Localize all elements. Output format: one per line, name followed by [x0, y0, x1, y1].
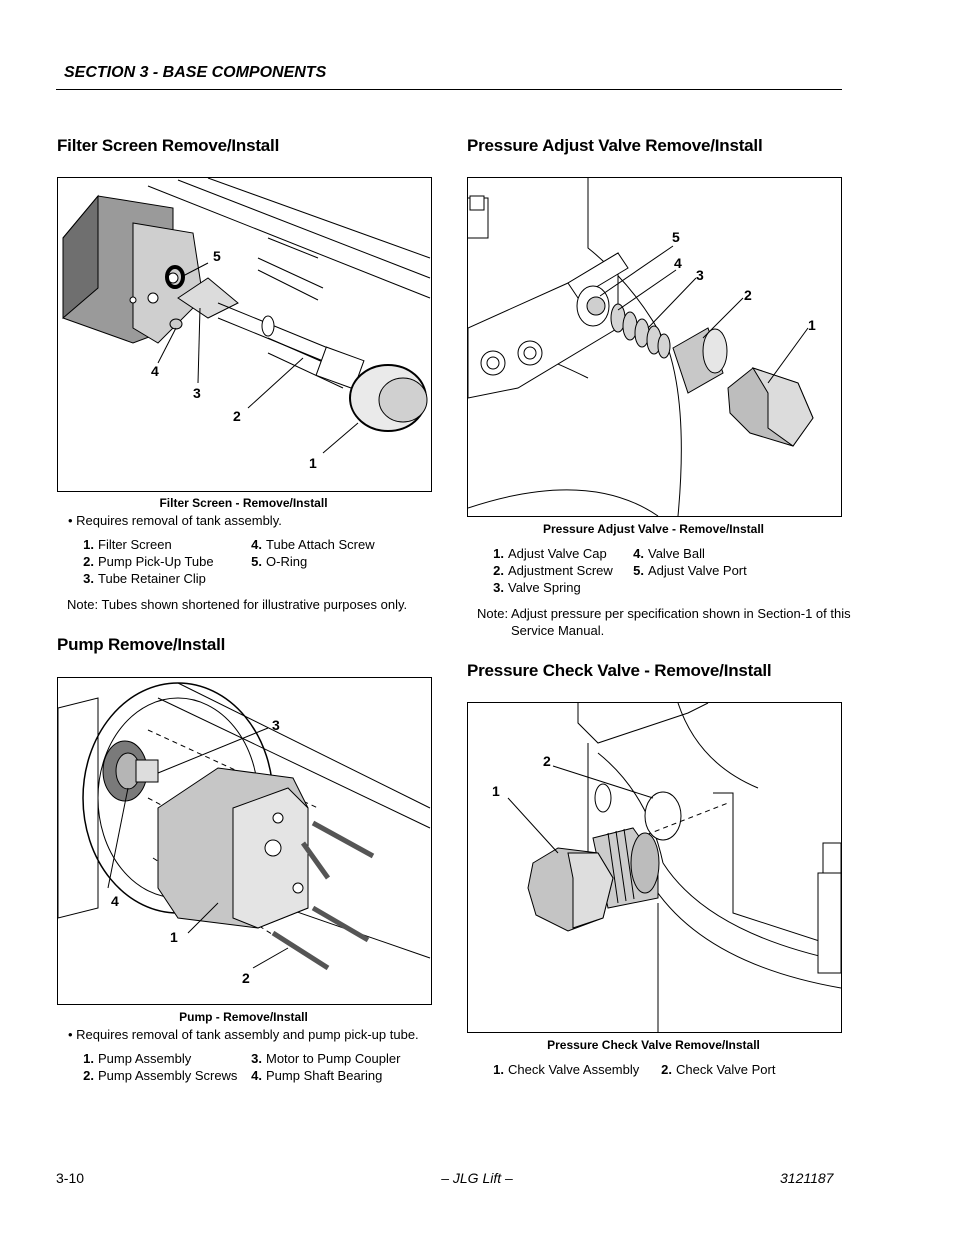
- footer-brand: – JLG Lift –: [441, 1170, 513, 1186]
- legend-item: 2.Pump Pick-Up Tube: [83, 554, 214, 569]
- filter-screen-bullet: • Requires removal of tank assembly.: [68, 513, 282, 528]
- callout-2: 2: [744, 287, 752, 303]
- header-rule: [56, 89, 842, 90]
- pump-bullet: • Requires removal of tank assembly and …: [68, 1027, 419, 1042]
- legend-item: 4.Pump Shaft Bearing: [251, 1068, 383, 1083]
- legend-item: 1.Adjust Valve Cap: [493, 546, 607, 561]
- callout-2: 2: [233, 408, 241, 424]
- filter-screen-note: Note: Tubes shown shortened for illustra…: [67, 597, 408, 612]
- pressure-check-heading: Pressure Check Valve - Remove/Install: [467, 661, 772, 680]
- pump-caption: Pump - Remove/Install: [179, 1010, 308, 1024]
- pump-illustration: 3 4 1 2: [58, 682, 431, 986]
- pressure-adjust-figure: 5 4 3 2 1: [467, 177, 842, 517]
- legend-item: 5.Adjust Valve Port: [633, 563, 747, 578]
- legend-item: 2.Check Valve Port: [661, 1062, 776, 1077]
- legend-item: 4.Valve Ball: [633, 546, 705, 561]
- legend-item: 2.Pump Assembly Screws: [83, 1068, 238, 1083]
- legend-item: 2.Adjustment Screw: [493, 563, 613, 578]
- pump-figure: 3 4 1 2: [57, 677, 432, 1005]
- legend-item: 1.Filter Screen: [83, 537, 172, 552]
- callout-2: 2: [543, 753, 551, 769]
- legend-item: 4.Tube Attach Screw: [251, 537, 375, 552]
- pressure-check-illustration: 1 2: [492, 703, 841, 1032]
- pressure-adjust-heading: Pressure Adjust Valve Remove/Install: [467, 136, 763, 155]
- callout-5: 5: [672, 229, 680, 245]
- legend-item: 3.Valve Spring: [493, 580, 581, 595]
- filter-screen-illustration: 5 4 3 2 1: [62, 178, 431, 471]
- legend-item: 1.Pump Assembly: [83, 1051, 192, 1066]
- callout-4: 4: [111, 893, 119, 909]
- filter-screen-caption: Filter Screen - Remove/Install: [159, 496, 328, 510]
- callout-1: 1: [309, 455, 317, 471]
- callout-1: 1: [808, 317, 816, 333]
- pressure-adjust-note-line2: Service Manual.: [511, 623, 605, 638]
- callout-3: 3: [696, 267, 704, 283]
- callout-4: 4: [674, 255, 682, 271]
- pressure-adjust-note-line1: Adjust pressure per specification shown …: [511, 606, 851, 621]
- callout-3: 3: [193, 385, 201, 401]
- page-number: 3-10: [56, 1170, 85, 1186]
- document-number: 3121187: [780, 1170, 834, 1186]
- callout-3: 3: [272, 717, 280, 733]
- legend-item: 3.Tube Retainer Clip: [83, 571, 206, 586]
- pressure-check-caption: Pressure Check Valve Remove/Install: [547, 1038, 760, 1052]
- legend-item: 1.Check Valve Assembly: [493, 1062, 640, 1077]
- callout-1: 1: [492, 783, 500, 799]
- callout-5: 5: [213, 248, 221, 264]
- filter-screen-figure: 5 4 3 2 1: [57, 177, 432, 492]
- legend-item: 5.O-Ring: [251, 554, 308, 569]
- pump-heading: Pump Remove/Install: [57, 635, 226, 654]
- pressure-adjust-caption: Pressure Adjust Valve - Remove/Install: [543, 522, 764, 536]
- callout-4: 4: [151, 363, 159, 379]
- pressure-adjust-illustration: 5 4 3 2 1: [468, 178, 816, 516]
- legend-item: 3.Motor to Pump Coupler: [251, 1051, 401, 1066]
- callout-2: 2: [242, 970, 250, 986]
- pressure-adjust-note-label: Note:: [477, 606, 509, 621]
- pressure-check-figure: 1 2: [467, 702, 842, 1033]
- section-header: SECTION 3 - BASE COMPONENTS: [64, 64, 327, 81]
- callout-1: 1: [170, 929, 178, 945]
- filter-screen-heading: Filter Screen Remove/Install: [57, 136, 280, 155]
